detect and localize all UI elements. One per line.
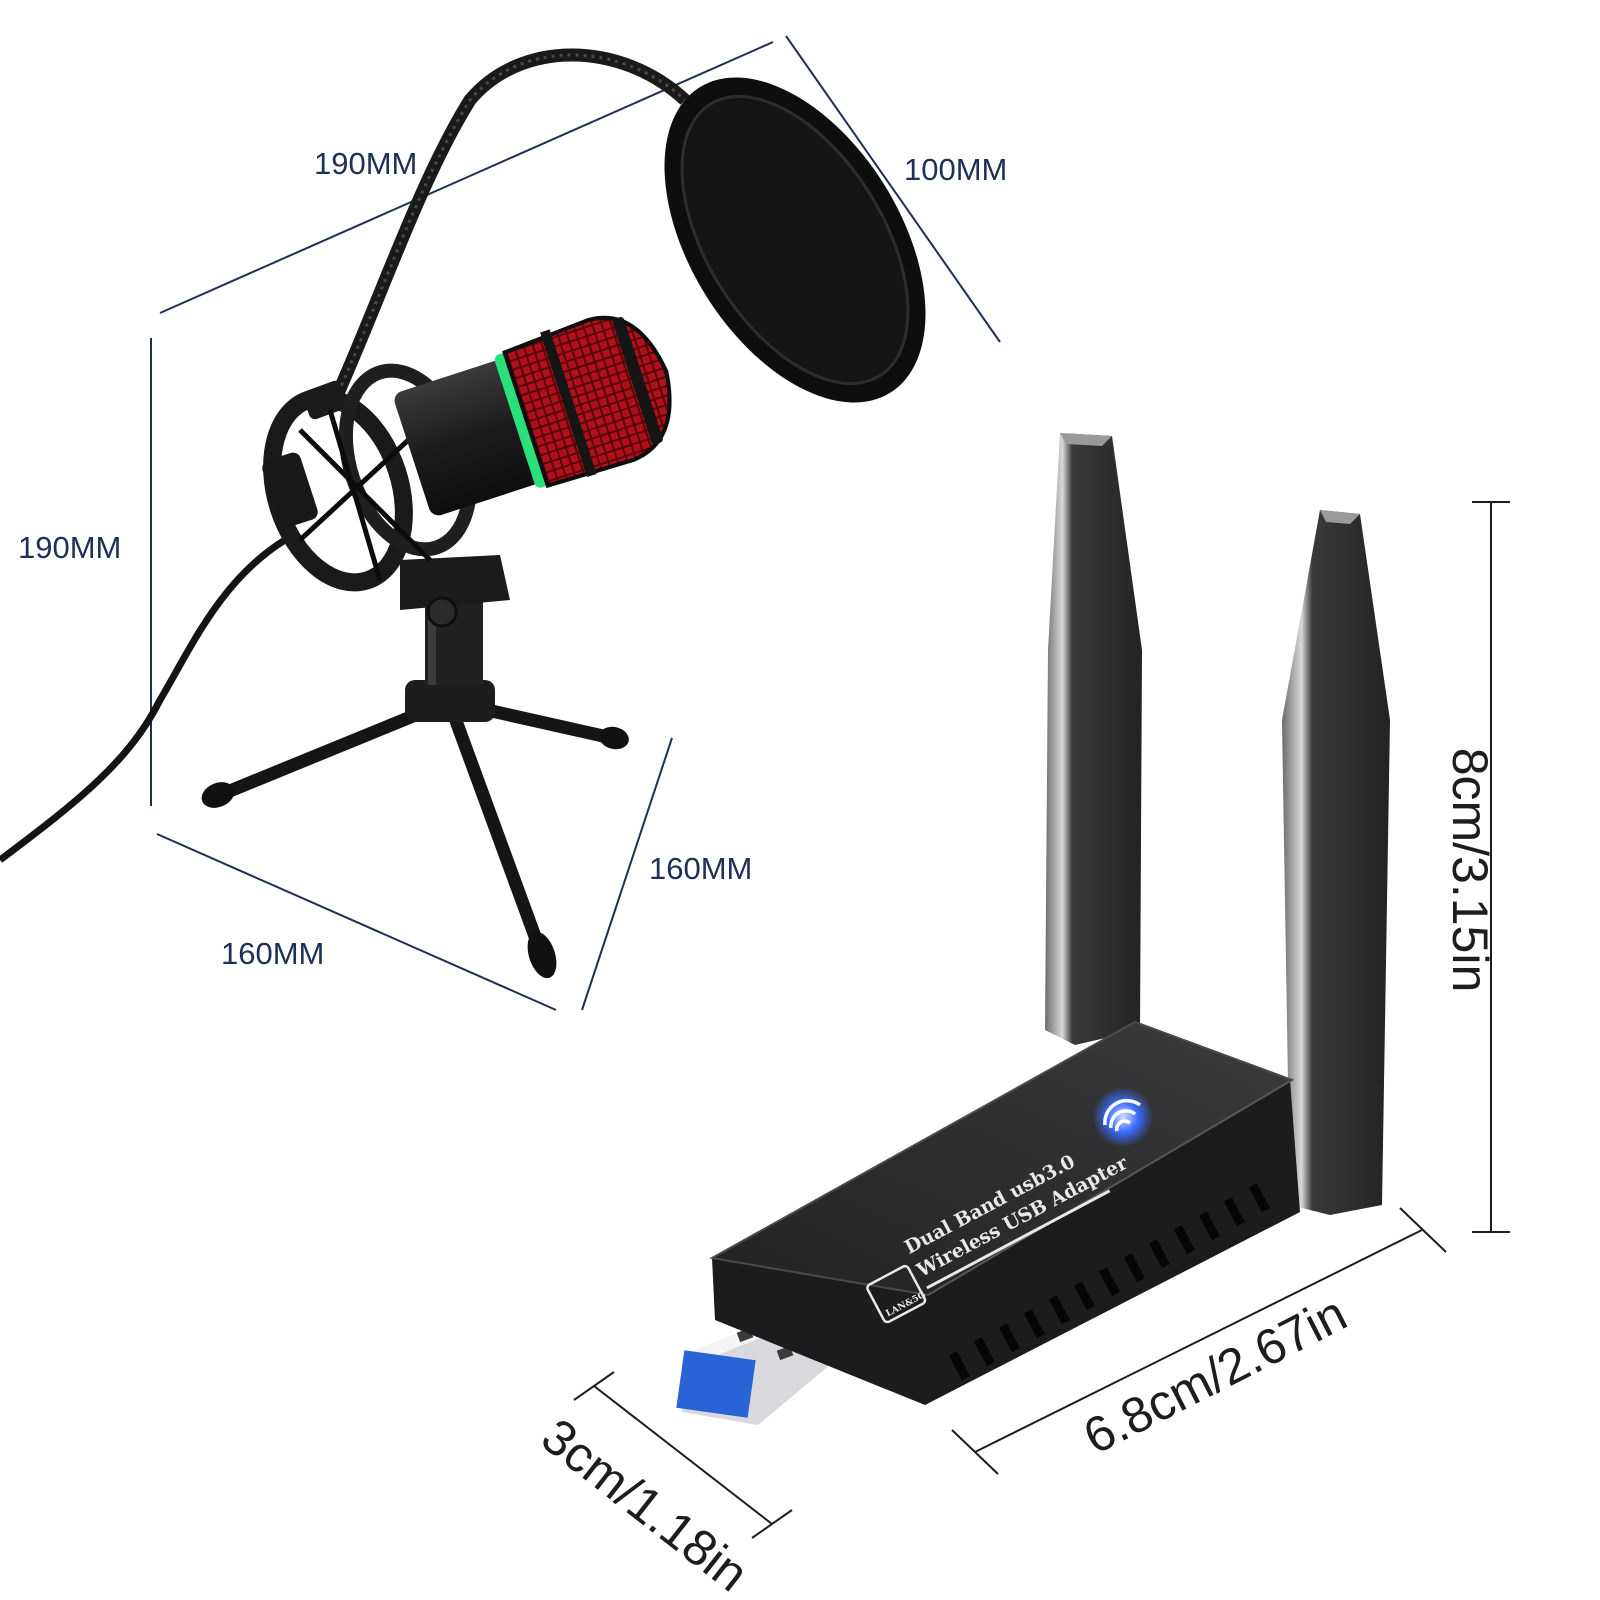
label-mic-base-width: 160MM bbox=[221, 936, 325, 971]
tripod-leg-front bbox=[445, 703, 547, 957]
label-mic-height: 190MM bbox=[18, 530, 122, 565]
adapter-dimension-lines bbox=[573, 501, 1510, 1539]
adapter-vents bbox=[948, 1183, 1270, 1381]
antenna-left bbox=[1045, 433, 1142, 1045]
dim-line-adapter-length bbox=[974, 1229, 1423, 1453]
tripod-hub bbox=[405, 680, 495, 722]
mic-led-ring bbox=[494, 353, 549, 488]
dim-line-base-depth bbox=[581, 737, 673, 1011]
mount-knob bbox=[426, 596, 458, 628]
label-adapter-height: 8cm/3.15in bbox=[1442, 747, 1498, 993]
mic-usb-cable bbox=[0, 537, 287, 863]
usb-microphone bbox=[0, 48, 926, 979]
mic-mount-clip bbox=[400, 555, 510, 610]
label-mic-pop-depth: 100MM bbox=[904, 152, 1008, 187]
label-mic-base-depth: 160MM bbox=[649, 851, 753, 886]
wifi-usb-adapter: LAN&5G Dual Band usb3.0 Wireless USB Ada… bbox=[676, 433, 1390, 1425]
antenna-right bbox=[1282, 510, 1390, 1215]
usb-tongue bbox=[676, 1350, 756, 1418]
wifi-led-icon bbox=[1093, 1087, 1153, 1147]
tripod-leg-left bbox=[213, 698, 447, 802]
label-mic-top-width: 190MM bbox=[314, 146, 418, 181]
adapter-body-side bbox=[712, 1080, 1300, 1405]
badge-icon bbox=[866, 1264, 927, 1324]
mic-body bbox=[394, 359, 544, 516]
pop-filter bbox=[664, 77, 926, 403]
dim-line-base-width bbox=[156, 833, 557, 1011]
dim-line-plug-width bbox=[593, 1385, 773, 1525]
adapter-body-top bbox=[712, 1022, 1292, 1295]
dim-line-pop-depth bbox=[785, 35, 1001, 343]
